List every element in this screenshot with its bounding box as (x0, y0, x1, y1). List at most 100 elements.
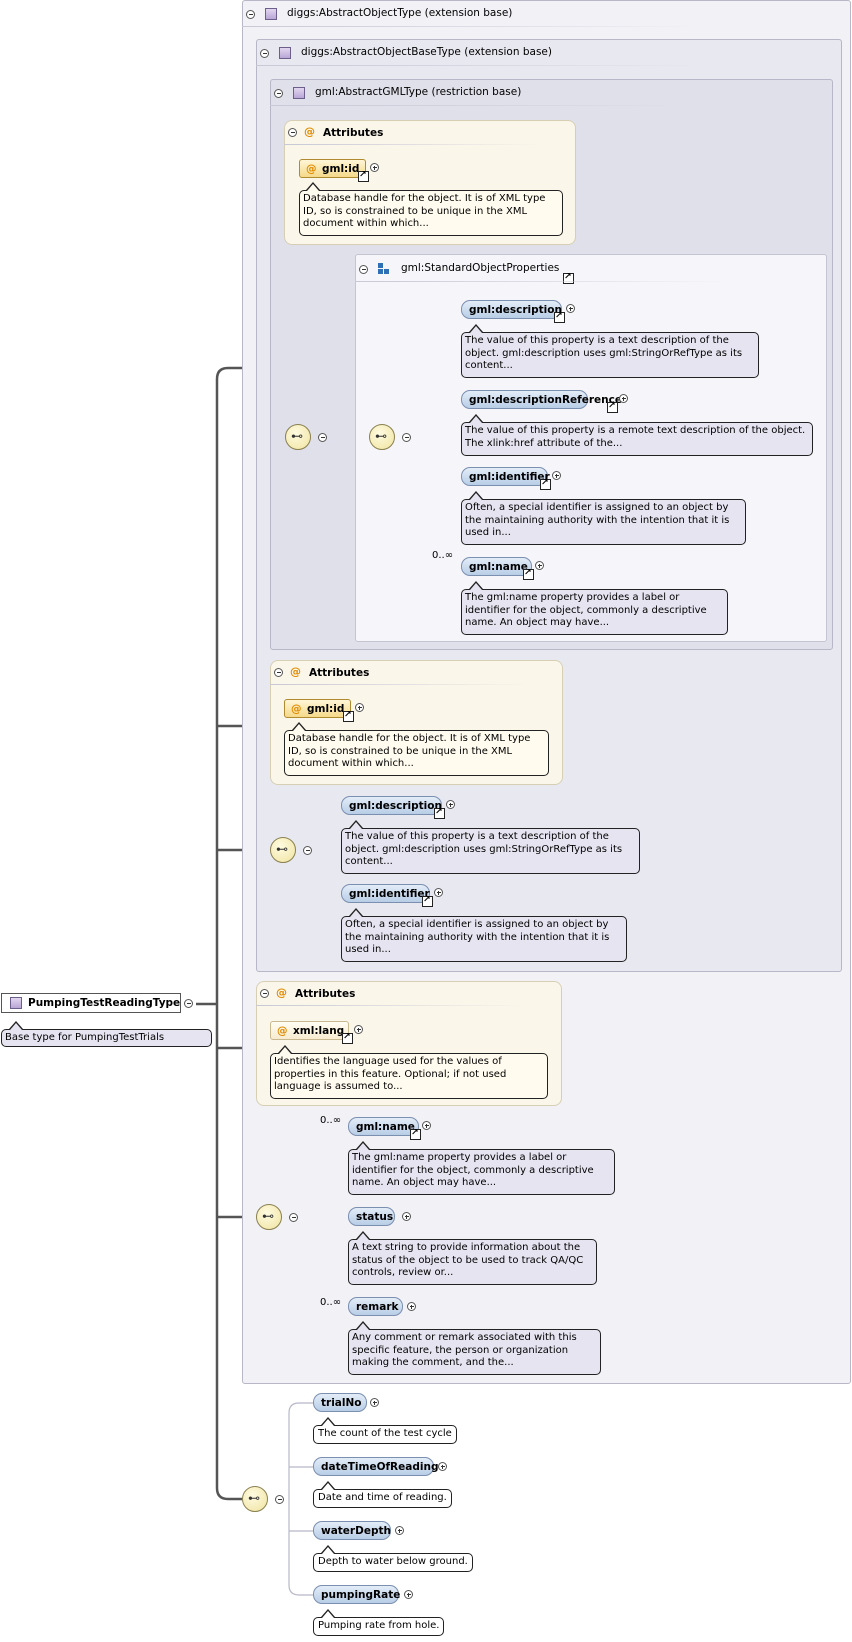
element-doc: The gml:name property provides a label o… (348, 1149, 615, 1195)
expand-icon[interactable] (407, 1302, 416, 1311)
annotation-tail (278, 1045, 292, 1054)
cardinality-label: 0..∞ (432, 550, 454, 561)
element-trial-no[interactable]: trialNo (313, 1393, 367, 1412)
reference-arrow-icon[interactable] (607, 400, 618, 413)
reference-arrow-icon[interactable] (358, 169, 369, 182)
collapse-icon[interactable] (260, 49, 269, 58)
collapse-icon[interactable] (260, 989, 269, 998)
expand-icon[interactable] (434, 888, 443, 897)
element-doc: The gml:name property provides a label o… (461, 589, 728, 635)
expand-icon[interactable] (619, 394, 628, 403)
ext1-title: diggs:AbstractObjectType (extension base… (287, 7, 513, 19)
header-divider (284, 144, 544, 145)
reference-arrow-icon[interactable] (410, 1127, 421, 1140)
reference-arrow-icon[interactable] (422, 894, 433, 907)
complex-type-icon (265, 8, 277, 20)
collapse-icon[interactable] (289, 1213, 298, 1222)
element-status[interactable]: status (348, 1207, 395, 1226)
element-date-time-of-reading[interactable]: dateTimeOfReading (313, 1457, 438, 1476)
annotation-tail (321, 1417, 335, 1426)
group-icon (378, 263, 390, 275)
element-doc: Depth to water below ground. (313, 1553, 473, 1572)
collapse-icon[interactable] (246, 10, 255, 19)
element-doc: Pumping rate from hole. (313, 1617, 445, 1636)
reference-arrow-icon[interactable] (342, 1031, 353, 1044)
expand-icon[interactable] (370, 1398, 379, 1407)
element-gml-description-reference[interactable]: gml:descriptionReference (461, 390, 622, 409)
attribute-gml-id[interactable]: @ gml:id (284, 699, 351, 718)
complex-type-icon (279, 47, 291, 59)
element-gml-name[interactable]: gml:name (461, 557, 532, 576)
ext2-title: diggs:AbstractObjectBaseType (extension … (301, 46, 552, 58)
attribute-doc: Database handle for the object. It is of… (284, 730, 549, 776)
attribute-icon: @ (276, 986, 287, 999)
annotation-tail (356, 1231, 370, 1240)
expand-icon[interactable] (438, 1462, 447, 1471)
attributes-title: Attributes (309, 667, 370, 679)
expand-icon[interactable] (402, 1212, 411, 1221)
reference-arrow-icon[interactable] (554, 310, 565, 323)
element-doc: The value of this property is a text des… (341, 828, 640, 874)
sequence-compositor-icon[interactable] (369, 424, 395, 450)
attribute-gml-id[interactable]: @gml:id (299, 159, 366, 178)
collapse-icon[interactable] (402, 433, 411, 442)
reference-arrow-icon[interactable] (523, 567, 534, 580)
attribute-name: gml:id (307, 703, 345, 715)
header-divider (355, 281, 735, 282)
expand-icon[interactable] (552, 471, 561, 480)
attribute-icon: @ (290, 665, 301, 678)
attributes-title: Attributes (323, 127, 384, 139)
complex-type-icon (10, 997, 22, 1009)
sequence-compositor-icon[interactable] (256, 1204, 282, 1230)
root-type-box[interactable]: PumpingTestReadingType (1, 993, 181, 1013)
expand-icon[interactable] (355, 703, 364, 712)
collapse-icon[interactable] (288, 128, 297, 137)
attribute-doc: Database handle for the object. It is of… (299, 190, 563, 236)
element-gml-description[interactable]: gml:description (341, 796, 442, 815)
collapse-icon[interactable] (275, 1495, 284, 1504)
annotation-tail (349, 820, 363, 829)
element-gml-description[interactable]: gml:description (461, 300, 562, 319)
expand-icon[interactable] (535, 561, 544, 570)
cardinality-label: 0..∞ (320, 1115, 342, 1126)
expand-icon[interactable] (566, 304, 575, 313)
collapse-icon[interactable] (303, 846, 312, 855)
collapse-icon[interactable] (359, 265, 368, 274)
element-pumping-rate[interactable]: pumpingRate (313, 1585, 400, 1604)
sequence-compositor-icon[interactable] (285, 424, 311, 450)
collapse-icon[interactable] (318, 433, 327, 442)
expand-icon[interactable] (354, 1025, 363, 1034)
attribute-xml-lang[interactable]: @xml:lang (270, 1021, 349, 1040)
element-doc: Often, a special identifier is assigned … (341, 916, 627, 962)
annotation-tail (321, 1545, 335, 1554)
annotation-tail (469, 414, 483, 423)
annotation-tail (292, 722, 306, 731)
reference-arrow-icon[interactable] (434, 806, 445, 819)
element-doc: The count of the test cycle (313, 1425, 457, 1444)
reference-arrow-icon[interactable] (343, 709, 354, 722)
header-divider (256, 65, 706, 66)
element-remark[interactable]: remark (348, 1297, 403, 1316)
attribute-icon: @ (291, 703, 302, 715)
element-gml-name[interactable]: gml:name (348, 1117, 419, 1136)
collapse-icon[interactable] (184, 999, 193, 1008)
element-gml-identifier[interactable]: gml:identifier (341, 884, 430, 903)
expand-icon[interactable] (422, 1121, 431, 1130)
expand-icon[interactable] (370, 163, 379, 172)
ext3-title: gml:AbstractGMLType (restriction base) (315, 86, 522, 98)
expand-icon[interactable] (395, 1526, 404, 1535)
expand-icon[interactable] (404, 1590, 413, 1599)
element-gml-identifier[interactable]: gml:identifier (461, 467, 550, 486)
header-divider (242, 26, 702, 27)
sequence-compositor-icon[interactable] (270, 837, 296, 863)
collapse-icon[interactable] (274, 89, 283, 98)
element-water-depth[interactable]: waterDepth (313, 1521, 391, 1540)
header-divider (270, 105, 690, 106)
sequence-compositor-icon[interactable] (242, 1486, 268, 1512)
reference-arrow-icon[interactable] (563, 271, 574, 284)
collapse-icon[interactable] (274, 668, 283, 677)
reference-arrow-icon[interactable] (540, 477, 551, 490)
attribute-icon: @ (306, 163, 317, 175)
annotation-tail (349, 908, 363, 917)
expand-icon[interactable] (446, 800, 455, 809)
